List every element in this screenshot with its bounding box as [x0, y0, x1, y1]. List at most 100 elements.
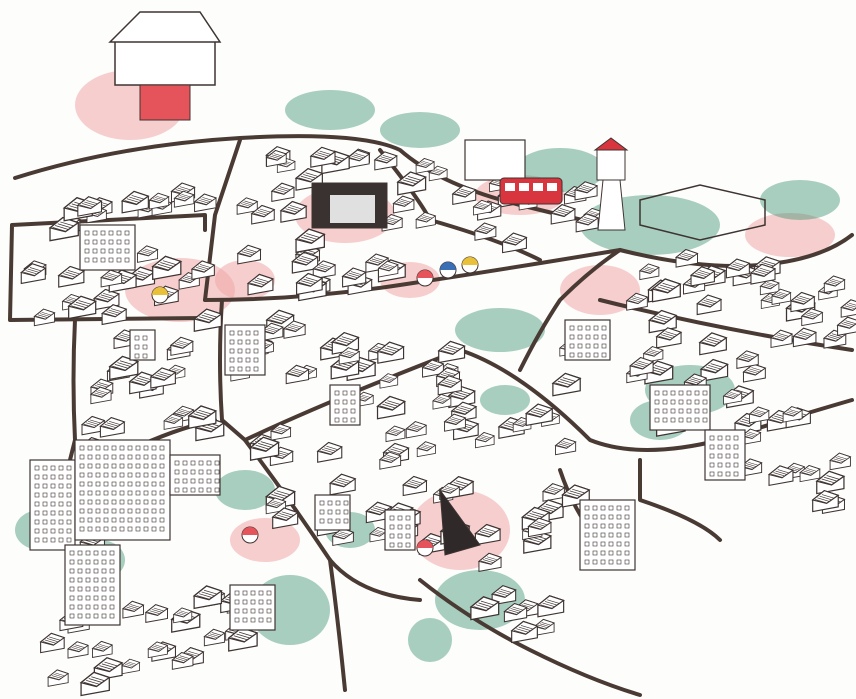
roof-hatch	[777, 469, 789, 474]
window	[266, 590, 272, 596]
window	[103, 517, 109, 523]
bus-window	[547, 183, 557, 191]
roof-hatch	[809, 311, 819, 315]
window	[593, 343, 599, 349]
apartment-block	[384, 509, 416, 551]
window	[143, 490, 149, 496]
roof-hatch	[291, 323, 302, 328]
roof-hatch	[824, 476, 837, 482]
roof-hatch	[271, 494, 285, 499]
window	[405, 533, 411, 539]
window	[124, 257, 130, 263]
roof-hatch	[201, 591, 215, 597]
window	[79, 490, 85, 496]
roof-hatch	[506, 610, 517, 615]
window	[206, 460, 212, 466]
roof-hatch	[91, 676, 105, 681]
roof-hatch	[162, 260, 176, 265]
roof-hatch	[153, 645, 163, 649]
roof-hatch	[176, 612, 186, 616]
window	[119, 508, 125, 514]
roof-hatch	[732, 263, 744, 268]
window	[245, 330, 251, 336]
window	[327, 500, 333, 506]
roof-hatch	[709, 336, 722, 342]
window	[151, 454, 157, 460]
house-roof	[474, 432, 496, 443]
house-roof	[735, 350, 760, 363]
window	[108, 239, 114, 245]
roof-hatch	[545, 503, 559, 509]
roof-hatch	[199, 316, 212, 321]
block-body	[74, 439, 171, 541]
house-roof	[689, 266, 716, 280]
window	[608, 559, 614, 565]
roof-hatch	[553, 212, 565, 217]
house-roof	[428, 165, 449, 176]
window	[342, 417, 348, 423]
roof-hatch	[375, 505, 387, 510]
house-roof	[782, 406, 804, 417]
roof-hatch	[557, 209, 569, 214]
house	[800, 308, 824, 327]
roof-hatch	[265, 328, 276, 333]
window	[100, 248, 106, 254]
house-roof	[144, 604, 169, 617]
house-roof	[270, 182, 296, 195]
roof-hatch	[544, 490, 555, 495]
roof-hatch	[423, 215, 432, 219]
roof-hatch	[690, 378, 701, 383]
roof-hatch	[437, 398, 447, 402]
house-roof	[147, 641, 169, 653]
roof-hatch	[580, 219, 591, 224]
roof-hatch	[149, 610, 160, 614]
roof-hatch	[83, 681, 97, 687]
roof-hatch	[744, 353, 755, 358]
window	[242, 599, 248, 605]
roof-hatch	[660, 334, 673, 339]
house	[815, 470, 846, 495]
roof-hatch	[126, 606, 137, 611]
window	[159, 454, 165, 460]
roof-hatch	[152, 376, 165, 381]
person-hat	[440, 262, 456, 270]
house	[767, 465, 795, 487]
house-roof	[674, 249, 699, 261]
roof-hatch	[274, 429, 284, 433]
window	[66, 474, 72, 480]
house-roof	[341, 267, 367, 281]
house-roof	[76, 196, 103, 210]
house-roof	[92, 288, 121, 303]
roof-hatch	[97, 645, 107, 649]
roof-hatch	[392, 428, 402, 432]
house	[472, 199, 493, 216]
roof-hatch	[564, 493, 578, 499]
roof-hatch	[582, 184, 594, 189]
roof-hatch	[231, 637, 245, 642]
roof-hatch	[473, 606, 487, 611]
roof-hatch	[276, 428, 286, 432]
window	[111, 472, 117, 478]
window	[709, 453, 715, 459]
window	[101, 613, 107, 619]
roof-hatch	[763, 260, 776, 265]
roof-hatch	[419, 163, 428, 167]
roof-hatch	[708, 364, 721, 370]
roof-hatch	[342, 353, 353, 357]
house-roof	[148, 192, 170, 204]
house	[338, 347, 361, 365]
roof-hatch	[516, 628, 529, 633]
roof-hatch	[99, 665, 113, 670]
roof-hatch	[128, 661, 137, 665]
window	[34, 465, 40, 471]
house	[47, 669, 70, 687]
roof-hatch	[96, 391, 106, 395]
house-roof	[187, 405, 218, 421]
window	[725, 435, 731, 441]
house	[295, 272, 324, 296]
road	[638, 458, 722, 542]
house-roof	[376, 395, 407, 411]
roof-hatch	[409, 481, 421, 486]
window	[253, 339, 259, 345]
roof-hatch	[520, 625, 533, 630]
